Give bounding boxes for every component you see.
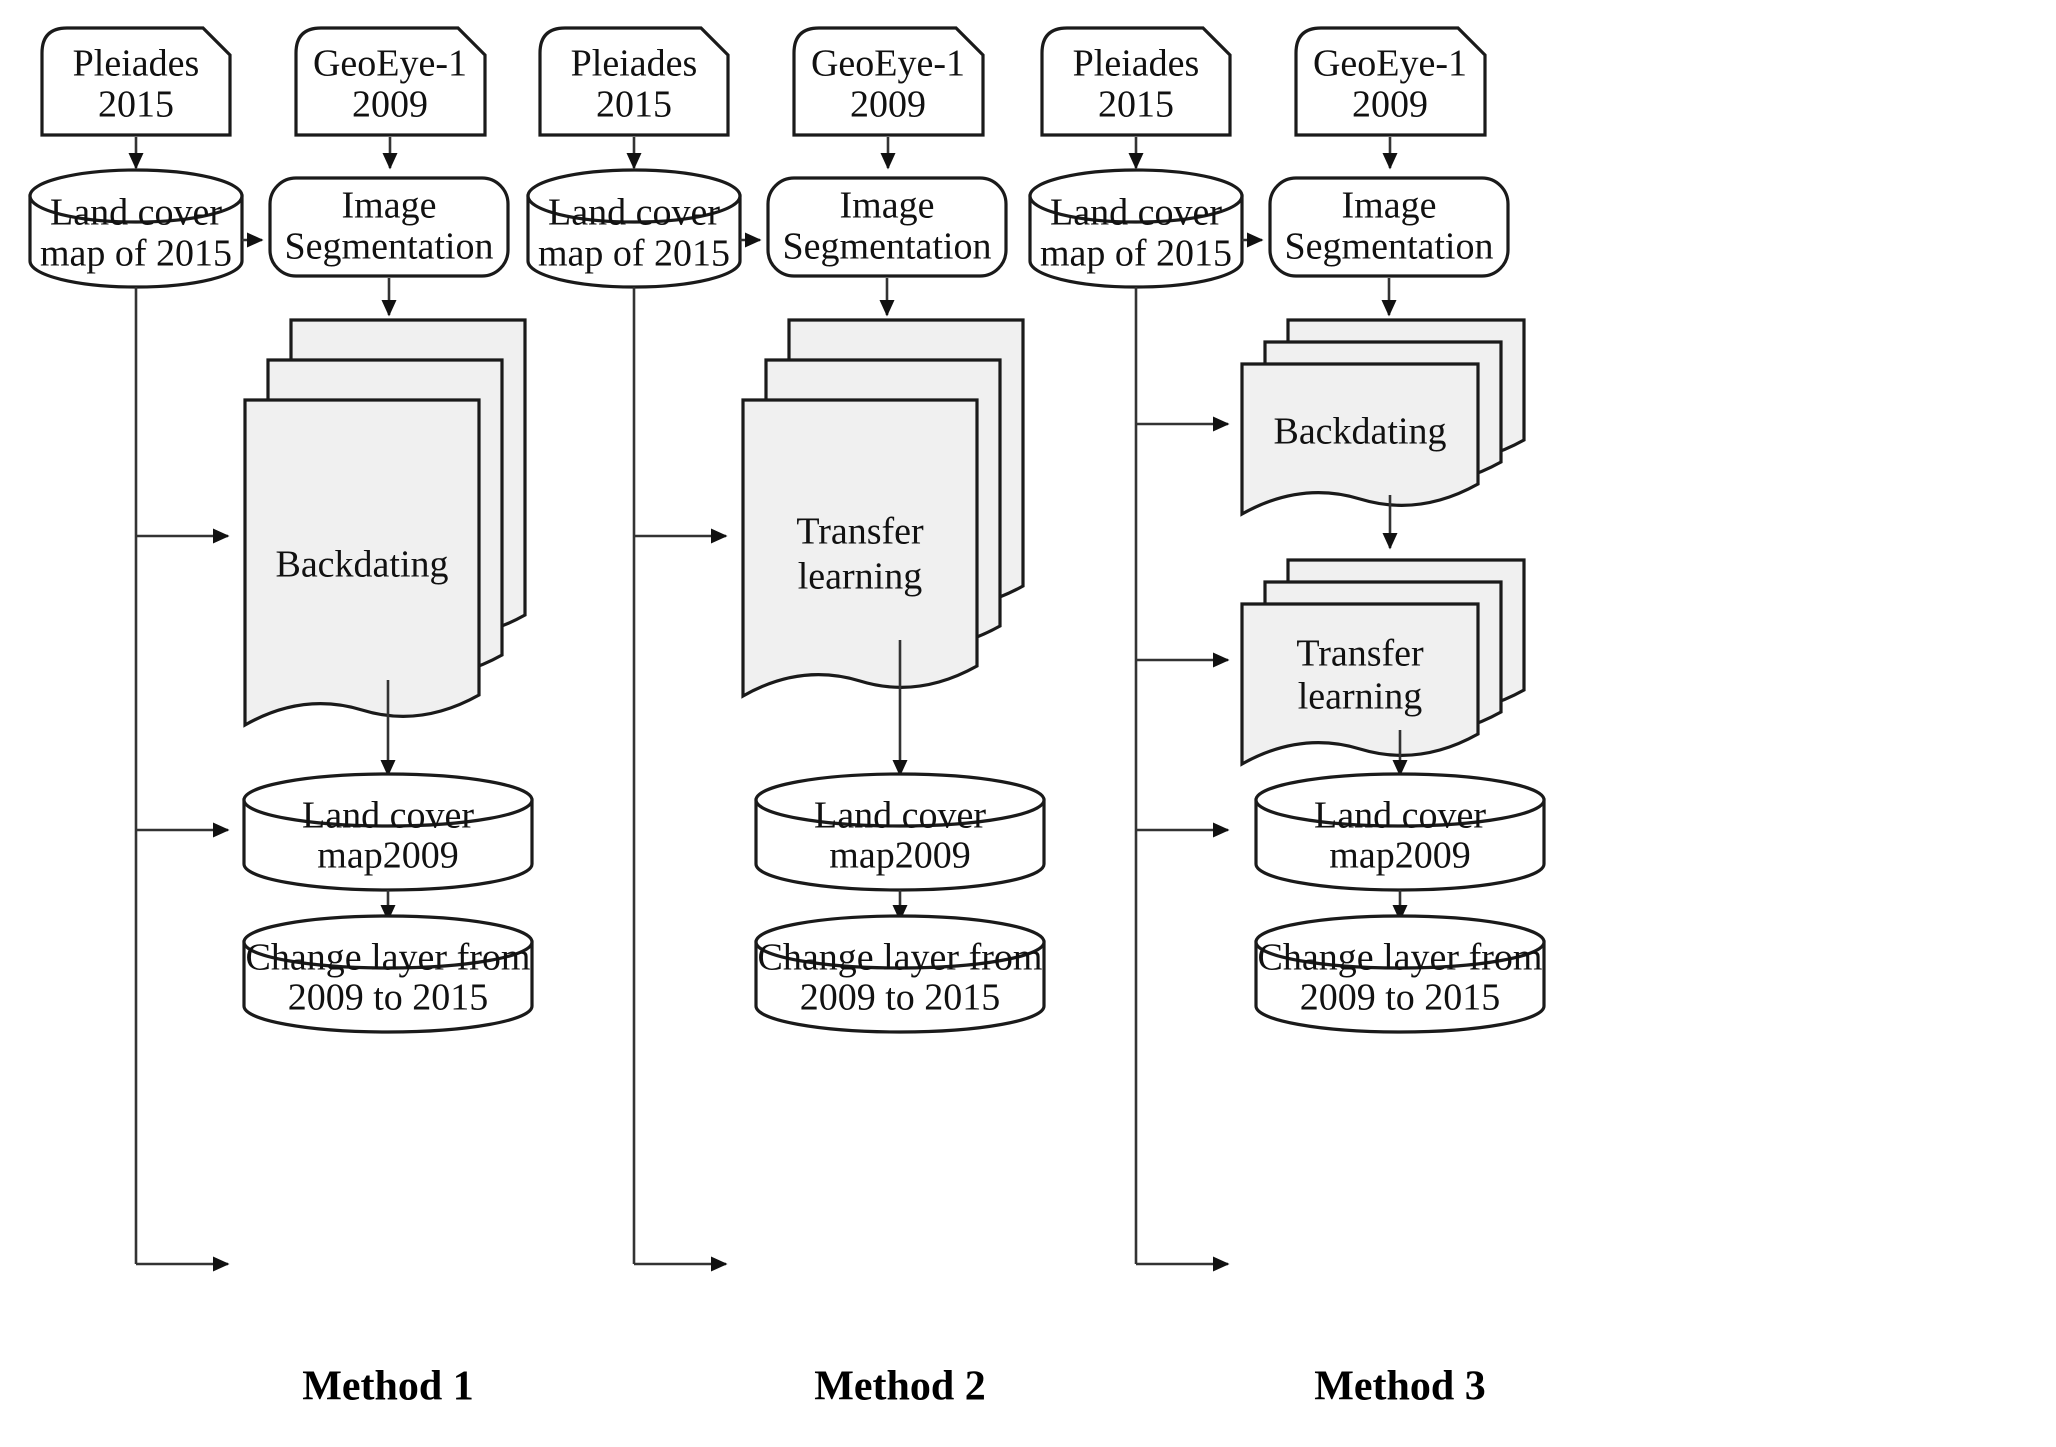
method-3-column: Pleiades 2015 GeoEye-1 2009 Land cover m… xyxy=(1028,26,1546,1410)
db-2015-3-line2: map of 2015 xyxy=(1040,233,1232,275)
source-node-geoeye-3: GeoEye-1 2009 xyxy=(1294,26,1487,137)
db-change-layer: Change layer from 2009 to 2015 xyxy=(242,914,534,1034)
source-pleiades-3-line2: 2015 xyxy=(1098,84,1174,126)
map2009-2-line2: map2009 xyxy=(829,835,970,877)
segmentation-line1: Image xyxy=(342,185,437,227)
backdating-3-label: Backdating xyxy=(1273,411,1446,453)
document-stack-backdating-3: Backdating xyxy=(1240,318,1526,517)
db-change-layer-2: Change layer from 2009 to 2015 xyxy=(754,914,1046,1034)
transfer-3-line1: Transfer xyxy=(1296,633,1424,675)
changelayer-2-line2: 2009 to 2015 xyxy=(800,977,1001,1019)
db-land-cover-map2009-3: Land cover map2009 xyxy=(1254,772,1546,892)
db-land-cover-map2009-2: Land cover map2009 xyxy=(754,772,1046,892)
source-geoeye-3-line2: 2009 xyxy=(1352,84,1428,126)
map2009-2-line1: Land cover xyxy=(814,795,986,837)
source-pleiades-2-line2: 2015 xyxy=(596,84,672,126)
source-node-pleiades: Pleiades 2015 xyxy=(40,26,232,137)
backdating-label: Backdating xyxy=(275,544,448,586)
source-pleiades-line1: Pleiades xyxy=(73,43,200,85)
db-2015-3-line1: Land cover xyxy=(1050,192,1222,234)
process-image-segmentation: Image Segmentation xyxy=(268,176,510,278)
db-land-cover-2015-3: Land cover map of 2015 xyxy=(1028,168,1244,289)
changelayer-2-line1: Change layer from xyxy=(758,937,1043,979)
source-node-pleiades-2: Pleiades 2015 xyxy=(538,26,730,137)
segmentation-2-line1: Image xyxy=(840,185,935,227)
process-image-segmentation-3: Image Segmentation xyxy=(1268,176,1510,278)
map2009-3-line2: map2009 xyxy=(1329,835,1470,877)
source-geoeye-line2: 2009 xyxy=(352,84,428,126)
segmentation-2-line2: Segmentation xyxy=(783,226,992,268)
source-node-geoeye: GeoEye-1 2009 xyxy=(294,26,487,137)
process-image-segmentation-2: Image Segmentation xyxy=(766,176,1008,278)
source-pleiades-2-line1: Pleiades xyxy=(571,43,698,85)
transfer-3-line2: learning xyxy=(1298,676,1423,718)
segmentation-line2: Segmentation xyxy=(285,226,494,268)
method-2-label: Method 2 xyxy=(814,1364,986,1410)
transfer-learning-line2: learning xyxy=(798,556,923,598)
source-geoeye-3-line1: GeoEye-1 xyxy=(1313,43,1467,85)
db-2015-line1: Land cover xyxy=(50,192,222,234)
source-node-pleiades-3: Pleiades 2015 xyxy=(1040,26,1232,137)
method-1-label: Method 1 xyxy=(302,1364,474,1410)
source-geoeye-2-line1: GeoEye-1 xyxy=(811,43,965,85)
segmentation-3-line2: Segmentation xyxy=(1285,226,1494,268)
source-pleiades-line2: 2015 xyxy=(98,84,174,126)
changelayer-line2: 2009 to 2015 xyxy=(288,977,489,1019)
source-geoeye-2-line2: 2009 xyxy=(850,84,926,126)
method-1-column: Pleiades 2015 GeoEye-1 2009 Land cover m… xyxy=(28,26,534,1410)
db-change-layer-3: Change layer from 2009 to 2015 xyxy=(1254,914,1546,1034)
document-stack-backdating: Backdating xyxy=(243,318,527,728)
map2009-line1: Land cover xyxy=(302,795,474,837)
source-geoeye-line1: GeoEye-1 xyxy=(313,43,467,85)
map2009-3-line1: Land cover xyxy=(1314,795,1486,837)
transfer-learning-line1: Transfer xyxy=(796,511,924,553)
method-2-column: Pleiades 2015 GeoEye-1 2009 Land cover m… xyxy=(526,26,1046,1410)
changelayer-line1: Change layer from xyxy=(246,937,531,979)
method-3-label: Method 3 xyxy=(1314,1364,1486,1410)
changelayer-3-line2: 2009 to 2015 xyxy=(1300,977,1501,1019)
db-land-cover-2015: Land cover map of 2015 xyxy=(28,168,244,289)
source-pleiades-3-line1: Pleiades xyxy=(1073,43,1200,85)
map2009-line2: map2009 xyxy=(317,835,458,877)
db-land-cover-map2009: Land cover map2009 xyxy=(242,772,534,892)
document-stack-transfer-learning-3: Transfer learning xyxy=(1240,558,1526,767)
document-stack-transfer-learning: Transfer learning xyxy=(741,318,1025,699)
db-2015-2-line2: map of 2015 xyxy=(538,233,730,275)
db-land-cover-2015-2: Land cover map of 2015 xyxy=(526,168,742,289)
changelayer-3-line1: Change layer from xyxy=(1258,937,1543,979)
db-2015-line2: map of 2015 xyxy=(40,233,232,275)
source-node-geoeye-2: GeoEye-1 2009 xyxy=(792,26,985,137)
db-2015-2-line1: Land cover xyxy=(548,192,720,234)
segmentation-3-line1: Image xyxy=(1342,185,1437,227)
